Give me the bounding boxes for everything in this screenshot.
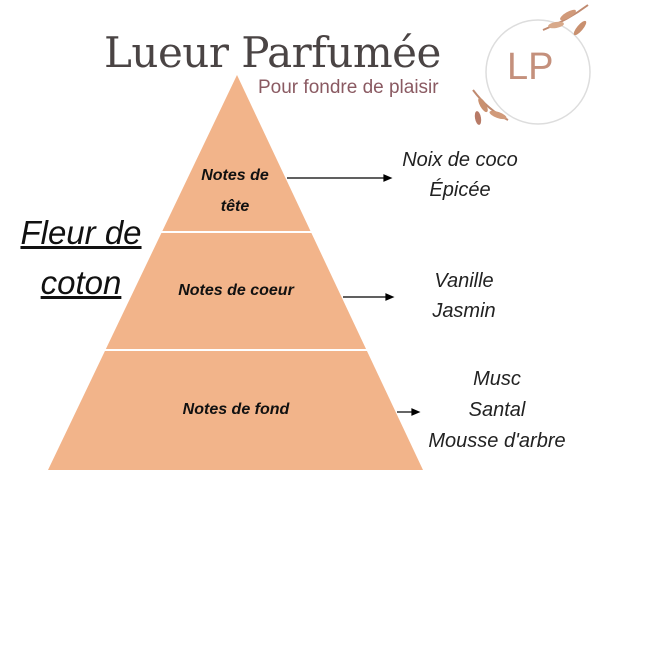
- product-title-line2: coton: [40, 264, 122, 301]
- tier-top-label: Notes de tête: [185, 160, 285, 222]
- note-item: Mousse d'arbre: [428, 430, 566, 452]
- note-item: Musc: [473, 368, 521, 390]
- logo-wreath-icon: [472, 4, 591, 125]
- tier-base-notes: Musc Santal Mousse d'arbre: [412, 364, 582, 457]
- tier-heart-notes: Vanille Jasmin: [384, 266, 544, 326]
- brand-name: Lueur Parfumée: [104, 28, 441, 77]
- note-item: Jasmin: [432, 300, 496, 322]
- pyramid-shape: [48, 75, 423, 470]
- tier-top-notes: Noix de coco Épicée: [380, 145, 540, 205]
- tier-heart-label: Notes de coeur: [178, 282, 294, 299]
- tier-top-label-line2: tête: [220, 198, 250, 215]
- tier-top-label-line1: Notes de: [201, 167, 269, 184]
- product-title-line1: Fleur de: [20, 214, 142, 251]
- tier-base-label: Notes de fond: [182, 401, 290, 418]
- product-title: Fleur de coton: [16, 208, 146, 308]
- brand-tagline: Pour fondre de plaisir: [258, 77, 439, 98]
- note-item: Vanille: [434, 270, 494, 292]
- note-item: Noix de coco: [402, 149, 518, 171]
- note-item: Épicée: [429, 179, 491, 201]
- note-item: Santal: [468, 399, 526, 421]
- logo-monogram: LP: [507, 46, 554, 88]
